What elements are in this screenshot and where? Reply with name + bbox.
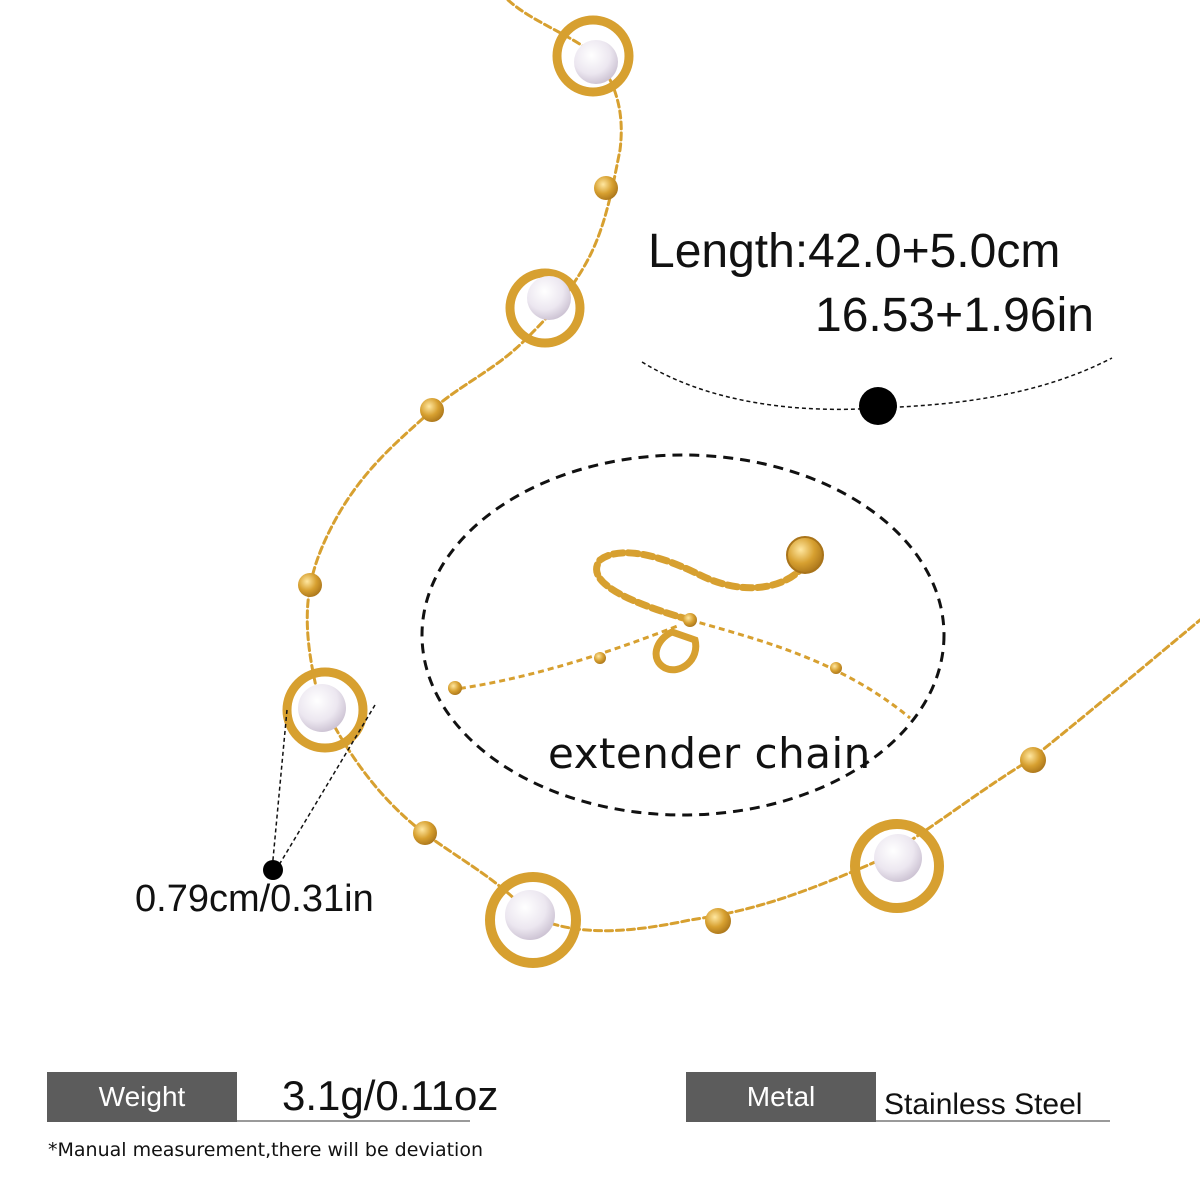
metal-label-box: Metal	[686, 1072, 876, 1122]
extender-bead	[594, 652, 606, 664]
ring-station	[850, 819, 944, 913]
length-dashed-arc	[641, 357, 1113, 411]
extender-bead	[448, 681, 462, 695]
ring-station	[552, 15, 634, 97]
extender-bead	[683, 613, 697, 627]
gold-bead	[594, 176, 618, 200]
diameter-marker-dot	[263, 860, 283, 880]
diameter-line	[271, 709, 288, 871]
extender-dashed-ellipse	[420, 453, 946, 817]
length-marker-dot	[859, 387, 897, 425]
extender-chain-right	[689, 618, 911, 720]
metal-value: Stainless Steel	[884, 1088, 1083, 1121]
weight-underline	[237, 1120, 470, 1122]
measurement-footnote: *Manual measurement,there will be deviat…	[48, 1139, 483, 1161]
metal-underline	[876, 1120, 1110, 1122]
gold-bead	[1020, 747, 1046, 773]
weight-value: 3.1g/0.11oz	[282, 1072, 499, 1119]
extender-bead	[830, 662, 842, 674]
gold-bead	[705, 908, 731, 934]
lobster-clasp	[652, 628, 700, 674]
ring-station	[505, 268, 585, 348]
gold-bead	[413, 821, 437, 845]
length-cm-label: Length:42.0+5.0cm	[648, 225, 1061, 278]
ring-station	[282, 667, 368, 753]
extender-chain-left	[449, 623, 681, 692]
diameter-label: 0.79cm/0.31in	[135, 878, 374, 920]
end-tag-charm	[786, 536, 824, 574]
gold-bead	[298, 573, 322, 597]
weight-label-box: Weight	[47, 1072, 237, 1122]
length-in-label: 16.53+1.96in	[815, 289, 1094, 342]
gold-bead	[420, 398, 444, 422]
extender-links	[593, 549, 804, 624]
main-chain	[305, 0, 1200, 933]
ring-station	[485, 872, 581, 968]
extender-chain-label: extender chain	[548, 729, 871, 778]
